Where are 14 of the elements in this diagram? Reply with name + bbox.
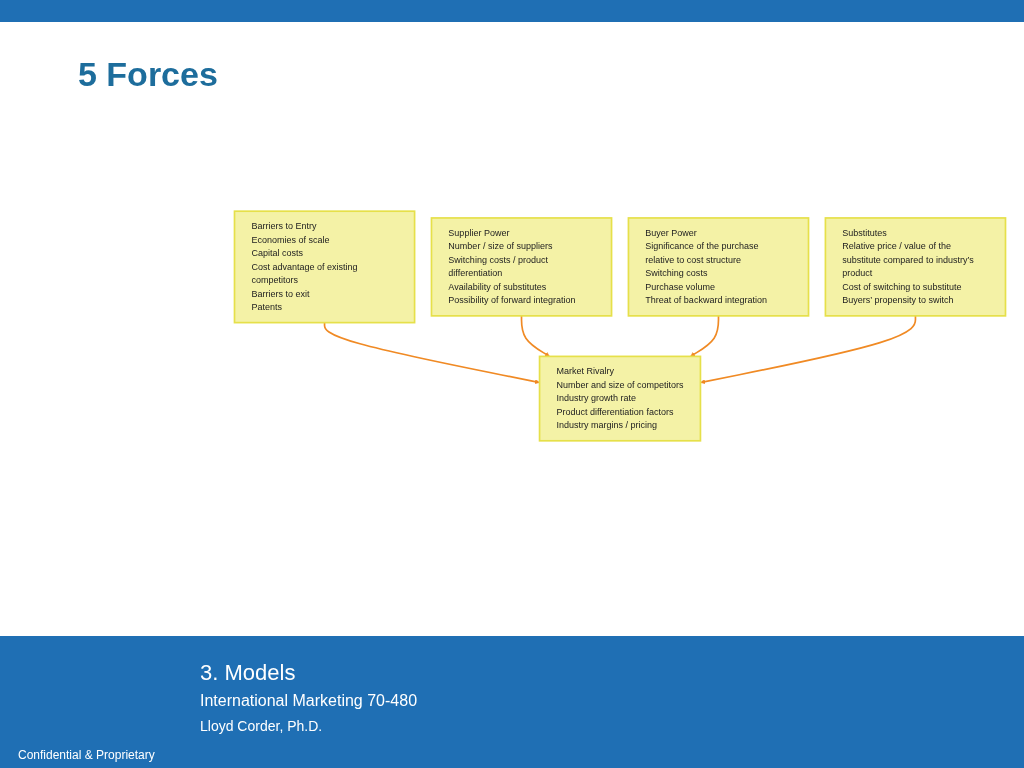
arrow xyxy=(700,315,917,385)
footer-text: Lloyd Corder, Ph.D. xyxy=(200,718,323,734)
arrow xyxy=(323,321,540,385)
node-box: Supplier Power Number / size of suppliers Switching costs / product differentiation Availability of substitutes Possibility of forward integration xyxy=(430,217,613,317)
footer-text: International Marketing 70-480 xyxy=(200,692,418,710)
arrow xyxy=(520,315,550,357)
node-box: Buyer Power Significance of the purchase relative to cost structure Switching costs Purchase volume Threat of backward integration xyxy=(627,217,810,317)
footer-text: 3. Models xyxy=(200,660,296,686)
node-box: Barriers to Entry Economies of scale Capital costs Cost advantage of existing competitors Barriers to exit Patents xyxy=(233,210,416,324)
arrow xyxy=(690,315,720,357)
slide-title: 5 Forces xyxy=(78,55,218,94)
footer-note: Confidential & Proprietary xyxy=(18,748,155,762)
node-box: Market Rivalry Number and size of competitors Industry growth rate Product differentiation factors Industry margins / pricing xyxy=(538,355,702,442)
node-box: Substitutes Relative price / value of the substitute compared to industry’s product Cost of switching to substitute Buyers’ propensity to switch xyxy=(824,217,1007,317)
